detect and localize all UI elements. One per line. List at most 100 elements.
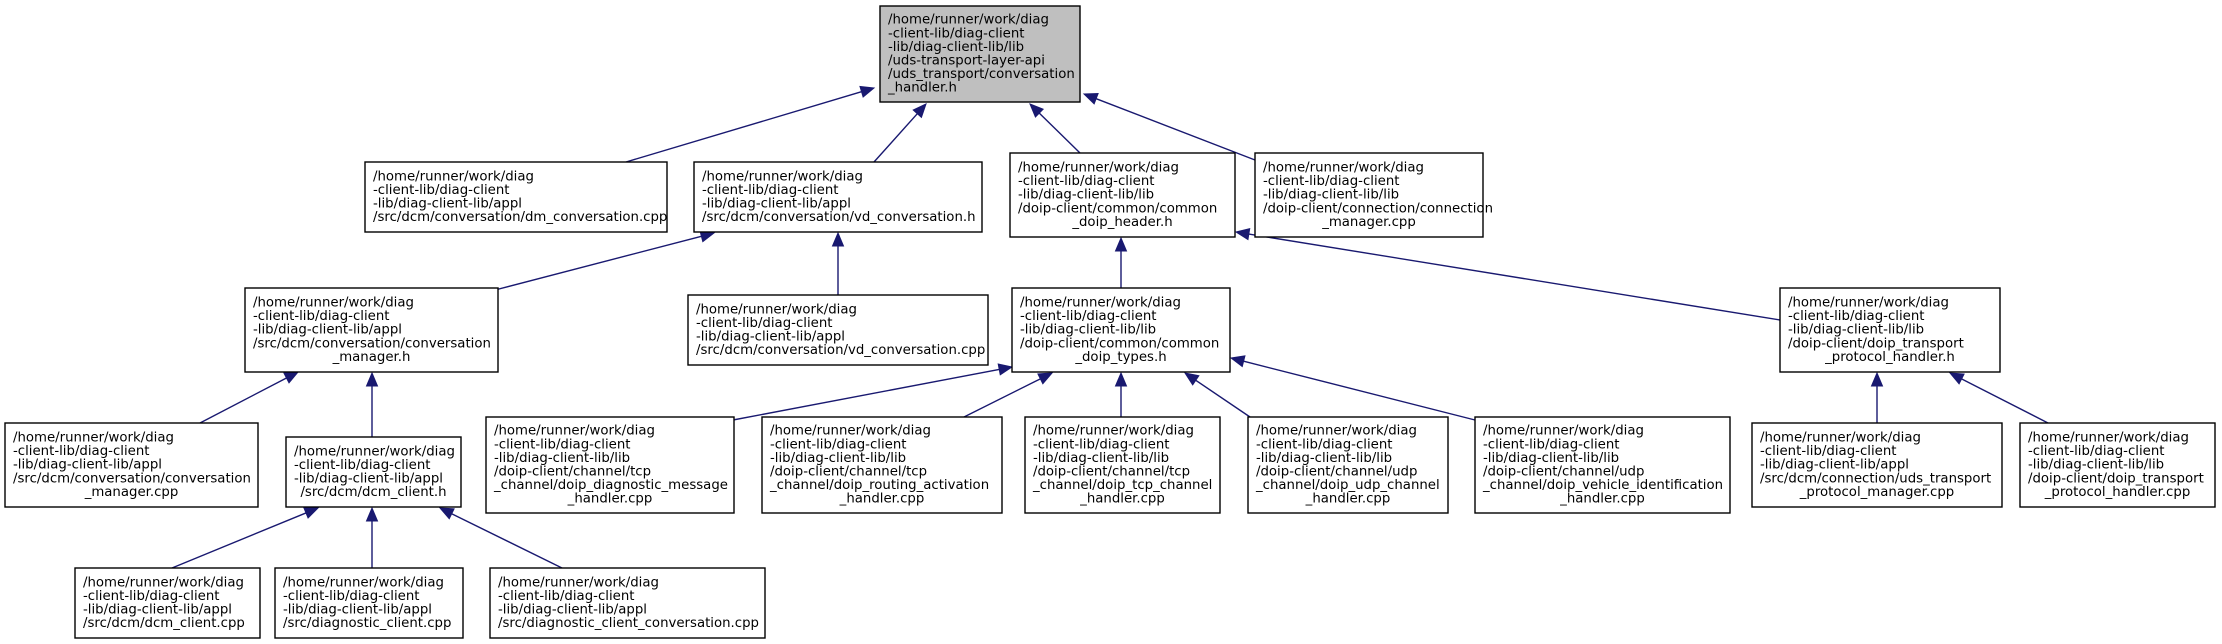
node-label-line: -client-lib/diag-client: [83, 589, 219, 604]
edge-vd_conversation_h-to-uds_conv_handler: [873, 103, 927, 163]
root-node-box[interactable]: [879, 5, 1081, 103]
node-doip_transport_protocol_handler_h[interactable]: /home/runner/work/diag-client-lib/diag-c…: [1779, 287, 2001, 373]
node-box[interactable]: [1009, 152, 1236, 238]
node-label-line: -lib/diag-client-lib/appl: [283, 603, 432, 618]
node-box[interactable]: [693, 161, 983, 233]
node-label-line: -lib/diag-client-lib/lib: [1020, 323, 1156, 338]
node-label-line: -lib/diag-client-lib/appl: [696, 330, 845, 345]
node-diagnostic_client_conversation_cpp[interactable]: /home/runner/work/diag-client-lib/diag-c…: [489, 567, 766, 639]
arrowhead-icon: [1037, 372, 1054, 385]
edge-doip_tcp_channel_handler_cpp-to-common_doip_types_h: [1114, 371, 1128, 417]
node-box[interactable]: [1011, 287, 1231, 373]
node-dm_conversation_cpp[interactable]: /home/runner/work/diag-client-lib/diag-c…: [364, 161, 668, 233]
node-box[interactable]: [274, 567, 464, 639]
node-label-line: -client-lib/diag-client: [1256, 437, 1392, 452]
node-conversation_manager_h[interactable]: /home/runner/work/diag-client-lib/diag-c…: [244, 287, 499, 373]
node-dcm_client_cpp[interactable]: /home/runner/work/diag-client-lib/diag-c…: [74, 567, 261, 639]
node-label-line: -client-lib/diag-client: [498, 589, 634, 604]
node-label-line: -client-lib/diag-client: [1483, 437, 1619, 452]
node-box[interactable]: [1024, 416, 1221, 514]
node-conversation_manager_cpp[interactable]: /home/runner/work/diag-client-lib/diag-c…: [4, 422, 259, 508]
arrowhead-icon: [1183, 372, 1200, 386]
node-label-line: _channel/doip_udp_channel: [1255, 478, 1440, 493]
node-doip_udp_channel_handler_cpp[interactable]: /home/runner/work/diag-client-lib/diag-c…: [1247, 416, 1449, 514]
node-box[interactable]: [687, 294, 989, 366]
node-box[interactable]: [244, 287, 499, 373]
node-box[interactable]: [74, 567, 261, 639]
node-doip_vehicle_identification_handler_cpp[interactable]: /home/runner/work/diag-client-lib/diag-c…: [1474, 416, 1731, 514]
edge-doip_routing_activation_handler_cpp-to-common_doip_types_h: [963, 372, 1054, 418]
node-label-line: /home/runner/work/diag: [373, 169, 534, 184]
edge-line: [1038, 112, 1081, 154]
node-label-line: -client-lib/diag-client: [283, 589, 419, 604]
node-label-line: /src/dcm/dcm_client.cpp: [83, 616, 245, 631]
arrowhead-icon: [365, 506, 379, 522]
node-box[interactable]: [1247, 416, 1449, 514]
edge-line: [494, 235, 702, 291]
node-label-line: _doip_header.h: [1071, 215, 1172, 230]
node-label-line: -client-lib/diag-client: [2028, 444, 2164, 459]
node-box[interactable]: [2019, 422, 2216, 508]
node-label-line: /doip-client/doip_transport: [2028, 471, 2204, 486]
node-label-line: /home/runner/work/diag: [1263, 161, 1424, 176]
node-doip_diagnostic_message_handler_cpp[interactable]: /home/runner/work/diag-client-lib/diag-c…: [485, 416, 735, 514]
node-box[interactable]: [364, 161, 668, 233]
node-common_doip_types_h[interactable]: /home/runner/work/diag-client-lib/diag-c…: [1011, 287, 1231, 373]
node-label-line: /home/runner/work/diag: [2028, 431, 2189, 446]
arrowhead-icon: [1029, 103, 1045, 118]
edge-common_doip_header_h-to-uds_conv_handler: [1029, 103, 1081, 154]
node-label-line: /home/runner/work/diag: [1760, 431, 1921, 446]
node-connection_manager_cpp[interactable]: /home/runner/work/diag-client-lib/diag-c…: [1254, 152, 1493, 238]
node-vd_conversation_cpp[interactable]: /home/runner/work/diag-client-lib/diag-c…: [687, 294, 989, 366]
arrowhead-icon: [438, 507, 455, 520]
node-box[interactable]: [1779, 287, 2001, 373]
node-layer: /home/runner/work/diag-client-lib/diag-c…: [4, 5, 2216, 639]
node-diagnostic_client_cpp[interactable]: /home/runner/work/diag-client-lib/diag-c…: [274, 567, 464, 639]
node-label-line: -lib/diag-client-lib/appl: [294, 472, 443, 487]
node-label-line: /home/runner/work/diag: [494, 424, 655, 439]
node-box[interactable]: [1751, 422, 2003, 508]
node-common_doip_header_h[interactable]: /home/runner/work/diag-client-lib/diag-c…: [1009, 152, 1236, 238]
node-dcm_client_h[interactable]: /home/runner/work/diag-client-lib/diag-c…: [285, 436, 462, 508]
arrowhead-icon: [1114, 236, 1128, 252]
node-uds_transport_protocol_manager_cpp[interactable]: /home/runner/work/diag-client-lib/diag-c…: [1751, 422, 2003, 508]
edge-doip_udp_channel_handler_cpp-to-common_doip_types_h: [1183, 372, 1251, 418]
node-box[interactable]: [761, 416, 1003, 514]
node-label-line: /home/runner/work/diag: [1020, 296, 1181, 311]
node-label-line: /home/runner/work/diag: [13, 431, 174, 446]
node-label-line: _handler.cpp: [1305, 492, 1391, 507]
edge-uds_transport_protocol_manager_cpp-to-doip_transport_protocol_handler_h: [1870, 371, 1884, 423]
node-label-line: -lib/diag-client-lib/lib: [1788, 323, 1924, 338]
node-label-line: -lib/diag-client-lib/lib: [1018, 188, 1154, 203]
node-label-line: /doip-client/channel/tcp: [770, 465, 927, 480]
node-label-line: /src/dcm/conversation/conversation: [253, 336, 491, 351]
node-label-line: -client-lib/diag-client: [1018, 174, 1154, 189]
node-box[interactable]: [1474, 416, 1731, 514]
node-vd_conversation_h[interactable]: /home/runner/work/diag-client-lib/diag-c…: [693, 161, 983, 233]
node-label-line: -lib/diag-client-lib/appl: [373, 197, 522, 212]
edge-line: [1243, 360, 1476, 421]
node-label-line: /uds-transport-layer-api: [888, 54, 1045, 69]
node-uds_conv_handler[interactable]: /home/runner/work/diag-client-lib/diag-c…: [879, 5, 1081, 103]
node-label-line: /src/dcm/conversation/vd_conversation.h: [702, 210, 976, 225]
node-label-line: -lib/diag-client-lib/appl: [702, 197, 851, 212]
node-label-line: /home/runner/work/diag: [696, 302, 857, 317]
node-label-line: /home/runner/work/diag: [1018, 161, 1179, 176]
node-box[interactable]: [285, 436, 462, 508]
node-label-line: /src/diagnostic_client.cpp: [283, 616, 451, 631]
arrowhead-icon: [1114, 371, 1128, 387]
node-label-line: _handler.h: [887, 81, 957, 96]
node-label-line: /home/runner/work/diag: [1033, 424, 1194, 439]
node-box[interactable]: [4, 422, 259, 508]
node-doip_routing_activation_handler_cpp[interactable]: /home/runner/work/diag-client-lib/diag-c…: [761, 416, 1003, 514]
node-label-line: _channel/doip_tcp_channel: [1032, 478, 1212, 493]
node-box[interactable]: [1254, 152, 1484, 238]
edge-doip_transport_protocol_handler_cpp-to-doip_transport_protocol_handler_h: [1948, 372, 2049, 424]
arrowhead-icon: [1870, 371, 1884, 387]
node-box[interactable]: [485, 416, 735, 514]
node-box[interactable]: [489, 567, 766, 639]
node-label-line: -client-lib/diag-client: [1760, 444, 1896, 459]
node-doip_tcp_channel_handler_cpp[interactable]: /home/runner/work/diag-client-lib/diag-c…: [1024, 416, 1221, 514]
edge-dm_conversation_cpp-to-uds_conv_handler: [625, 85, 876, 163]
node-doip_transport_protocol_handler_cpp[interactable]: /home/runner/work/diag-client-lib/diag-c…: [2019, 422, 2216, 508]
